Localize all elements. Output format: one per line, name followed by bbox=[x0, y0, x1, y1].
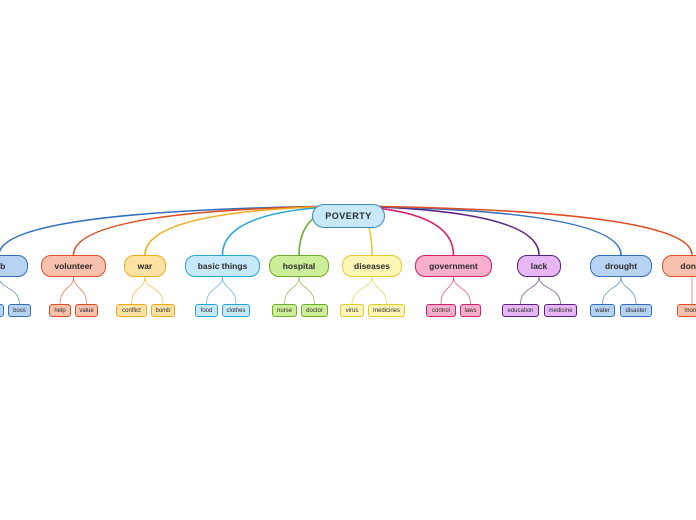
subtopic-virus[interactable]: virus bbox=[340, 304, 364, 317]
topic-government[interactable]: government bbox=[415, 255, 492, 277]
topic-job[interactable]: job bbox=[0, 255, 28, 277]
subtopic-bomb[interactable]: bomb bbox=[151, 304, 175, 317]
connector-topic-to-subtopic bbox=[351, 276, 373, 305]
subtopic-nurse[interactable]: nurse bbox=[272, 304, 297, 317]
subtopic-boss[interactable]: boss bbox=[8, 304, 31, 317]
topic-hospital[interactable]: hospital bbox=[269, 255, 329, 277]
connector-topic-to-subtopic bbox=[206, 276, 223, 305]
connector-root-to-topic bbox=[347, 205, 693, 256]
connector-root-to-topic bbox=[0, 205, 349, 255]
subtopic-medicines[interactable]: medicines bbox=[368, 304, 405, 317]
subtopic-help[interactable]: help bbox=[49, 304, 71, 317]
connector-topic-to-subtopic bbox=[440, 276, 454, 305]
connector-root-to-topic bbox=[72, 205, 349, 256]
subtopic-education[interactable]: education bbox=[502, 304, 539, 317]
connector-topic-to-subtopic bbox=[284, 276, 300, 305]
subtopic-clothes[interactable]: clothes bbox=[222, 304, 250, 317]
connector-topic-to-subtopic bbox=[520, 276, 540, 305]
subtopic-doctor[interactable]: doctor bbox=[301, 304, 328, 317]
subtopic-mone[interactable]: mone bbox=[677, 304, 696, 317]
topic-war[interactable]: war bbox=[124, 255, 166, 277]
connector-topic-to-subtopic bbox=[73, 276, 87, 305]
connector-topic-to-subtopic bbox=[602, 276, 622, 305]
connector-topic-to-subtopic bbox=[0, 279, 20, 305]
topic-diseases[interactable]: diseases bbox=[342, 255, 402, 277]
subtopic-control[interactable]: control bbox=[426, 304, 456, 317]
subtopic-job-1[interactable] bbox=[0, 304, 4, 317]
connector-root-to-topic bbox=[347, 205, 622, 256]
topic-donat[interactable]: donat bbox=[662, 255, 696, 277]
connector-topic-to-subtopic bbox=[298, 276, 315, 305]
root-topic[interactable]: POVERTY bbox=[312, 204, 385, 228]
topic-volunteer[interactable]: volunteer bbox=[41, 255, 106, 277]
connector-topic-to-subtopic bbox=[144, 276, 164, 305]
subtopic-water[interactable]: water bbox=[590, 304, 615, 317]
connector-root-to-topic bbox=[144, 205, 349, 256]
topic-basic-things[interactable]: basic things bbox=[185, 255, 260, 277]
topic-drought[interactable]: drought bbox=[590, 255, 652, 277]
connector-topic-to-subtopic bbox=[620, 276, 637, 305]
subtopic-value[interactable]: value bbox=[75, 304, 98, 317]
subtopic-laws[interactable]: laws bbox=[460, 304, 481, 317]
connector-topic-to-subtopic bbox=[59, 276, 74, 305]
topic-lack[interactable]: lack bbox=[517, 255, 561, 277]
connector-topic-to-subtopic bbox=[371, 276, 387, 305]
connector-topic-to-subtopic bbox=[131, 276, 146, 305]
subtopic-disaster[interactable]: disaster bbox=[620, 304, 652, 317]
subtopic-food[interactable]: food bbox=[195, 304, 218, 317]
connector-topic-to-subtopic bbox=[453, 276, 471, 305]
subtopic-medicine[interactable]: medicine bbox=[544, 304, 577, 317]
connector-topic-to-subtopic bbox=[538, 276, 561, 305]
subtopic-conflict[interactable]: conflict bbox=[116, 304, 147, 317]
connector-topic-to-subtopic bbox=[222, 276, 237, 305]
